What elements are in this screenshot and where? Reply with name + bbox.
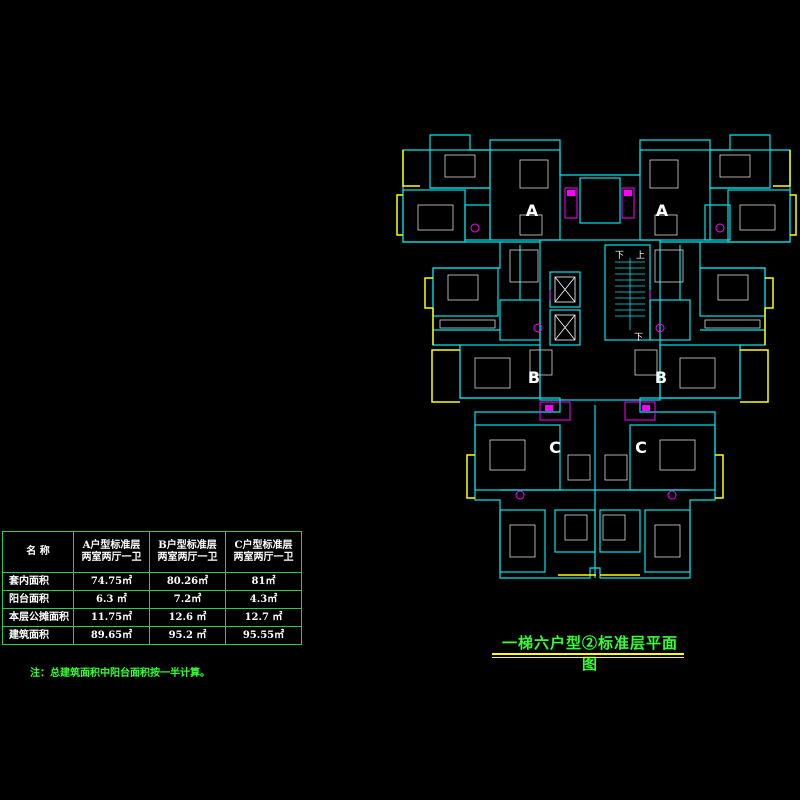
cell-b: 7.2㎡ [149, 590, 226, 609]
unit-labels: A A B B C C [526, 201, 669, 457]
unit-b-left-living [459, 344, 541, 399]
unit-c-left-living [474, 424, 561, 491]
cell-a: 74.75㎡ [73, 572, 150, 591]
unit-label-b-right: B [655, 368, 667, 387]
unit-a-right-bedroom [709, 149, 771, 189]
fixture-accents [545, 190, 650, 411]
cell-a: 11.75㎡ [73, 608, 150, 627]
col-header-name: 名 称 [2, 531, 74, 573]
furniture [417, 154, 776, 558]
cell-c: 12.7 ㎡ [225, 608, 302, 627]
row-label: 阳台面积 [2, 590, 74, 609]
stair-label-up: 上 [636, 250, 645, 261]
col-header-a: A户型标准层 两室两厅一卫 [73, 531, 150, 573]
unit-c-right-living [629, 424, 716, 491]
cell-b: 12.6 ㎡ [149, 608, 226, 627]
unit-label-c-right: C [635, 438, 647, 457]
cell-b: 80.26㎡ [149, 572, 226, 591]
unit-label-a-right: A [656, 201, 669, 220]
unit-a-left-kitchen [464, 204, 491, 241]
lift-crosses [554, 276, 576, 341]
core-lobby [539, 239, 661, 401]
title-underline [492, 653, 684, 655]
stair-labels: 上 下 下 [615, 250, 645, 343]
building-outline [402, 134, 791, 579]
unit-label-b-left: B [528, 368, 540, 387]
stair-label-down2: 下 [634, 333, 643, 343]
unit-a-right-living [639, 149, 711, 241]
row-label: 建筑面积 [2, 626, 74, 645]
cell-c: 95.55㎡ [225, 626, 302, 645]
cell-a: 6.3 ㎡ [73, 590, 150, 609]
table-row: 建筑面积 89.65㎡ 95.2 ㎡ 95.55㎡ [2, 626, 302, 645]
unit-a-right-kitchen [704, 204, 731, 241]
unit-label-c-left: C [549, 438, 561, 457]
cell-c: 4.3㎡ [225, 590, 302, 609]
unit-a-left-bedroom [429, 149, 491, 189]
drawing-title: 一梯六户型②标准层平面图 [501, 634, 678, 673]
cell-b: 95.2 ㎡ [149, 626, 226, 645]
core-shaft-a [579, 177, 621, 224]
table-row: 本层公摊面积 11.75㎡ 12.6 ㎡ 12.7 ㎡ [2, 608, 302, 627]
fixtures [470, 187, 725, 500]
floor-plan [402, 134, 791, 579]
unit-b-right-bedroom [699, 267, 766, 317]
unit-a-left-bedroom2 [402, 189, 466, 243]
unit-c-right-bed2 [599, 509, 641, 553]
row-label: 套内面积 [2, 572, 74, 591]
core-lift-2 [549, 309, 581, 346]
unit-b-left-bedroom [432, 267, 499, 317]
unit-a-right-bedroom2 [727, 189, 791, 243]
cell-a: 89.65㎡ [73, 626, 150, 645]
unit-c-right-bed1 [644, 509, 691, 573]
unit-b-left-bath [499, 299, 541, 341]
table-row: 阳台面积 6.3 ㎡ 7.2㎡ 4.3㎡ [2, 590, 302, 609]
unit-label-a-left: A [526, 201, 539, 220]
stair-treads [615, 258, 645, 330]
stair-label-down: 下 [615, 251, 624, 261]
title-underline-thin [492, 657, 684, 658]
unit-a-left-living [489, 149, 561, 241]
unit-c-left-bed2 [554, 509, 596, 553]
table-row: 套内面积 74.75㎡ 80.26㎡ 81㎡ [2, 572, 302, 591]
cell-c: 81㎡ [225, 572, 302, 591]
area-table: 名 称 A户型标准层 两室两厅一卫 B户型标准层 两室两厅一卫 C户型标准层 两… [2, 531, 302, 645]
balconies [396, 150, 797, 576]
table-note: 注：总建筑面积中阳台面积按一半计算。 [30, 668, 210, 679]
row-label: 本层公摊面积 [2, 608, 74, 627]
unit-b-right-living [659, 344, 741, 399]
col-header-c: C户型标准层 两室两厅一卫 [225, 531, 302, 573]
core-lift-1 [549, 271, 581, 308]
unit-b-right-bath [649, 299, 691, 341]
col-header-b: B户型标准层 两室两厅一卫 [149, 531, 226, 573]
unit-c-left-bed1 [499, 509, 546, 573]
